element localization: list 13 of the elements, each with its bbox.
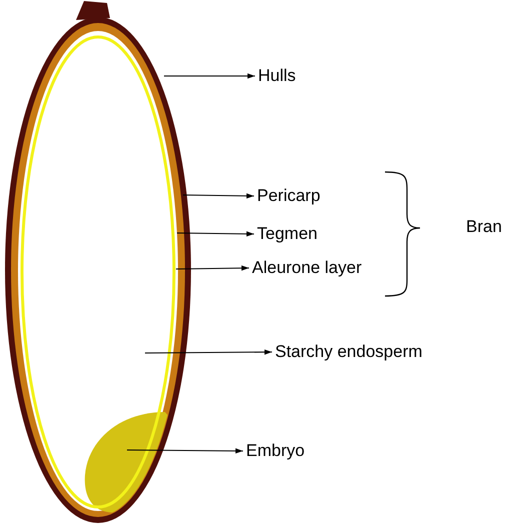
part-label: Tegmen bbox=[257, 224, 318, 244]
part-label: Aleurone layer bbox=[252, 258, 362, 278]
leader-line bbox=[145, 349, 272, 355]
leader-line bbox=[127, 448, 243, 454]
leader-line bbox=[183, 193, 254, 199]
leader-line bbox=[176, 265, 249, 271]
part-label: Embryo bbox=[246, 441, 305, 461]
leader-line bbox=[177, 231, 254, 237]
leader-line bbox=[164, 73, 255, 79]
part-label: Hulls bbox=[258, 66, 296, 86]
group-label: Bran bbox=[466, 217, 502, 237]
part-label: Starchy endosperm bbox=[275, 342, 422, 362]
part-label: Pericarp bbox=[257, 186, 320, 206]
